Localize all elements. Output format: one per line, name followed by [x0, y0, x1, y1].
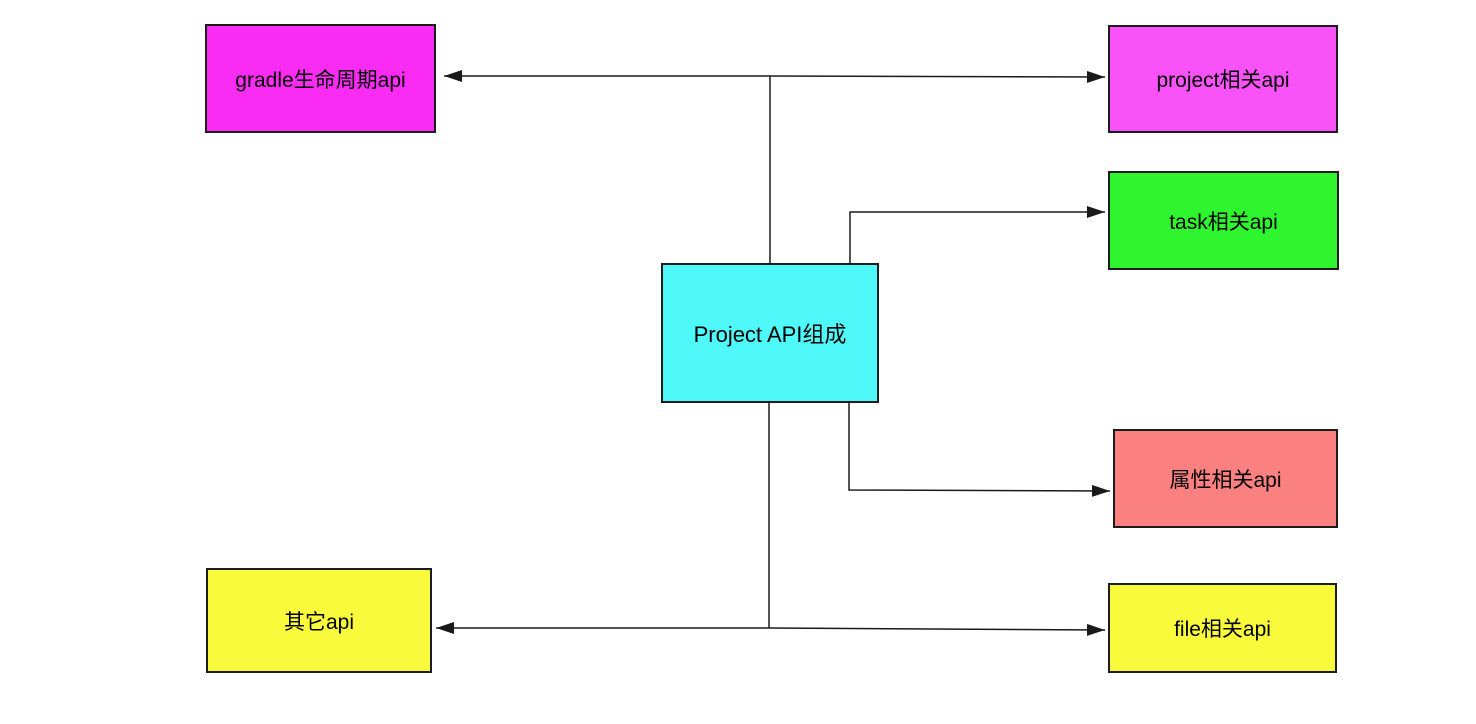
node-project-api: project相关api	[1108, 25, 1338, 133]
node-task-api-label: task相关api	[1169, 210, 1278, 234]
node-file-api-label: file相关api	[1174, 618, 1271, 641]
edge-center-to-property	[848, 403, 1111, 497]
node-gradle-lifecycle-api-label: gradle生命周期api	[235, 68, 406, 92]
node-gradle-lifecycle-api: gradle生命周期api	[205, 24, 436, 133]
node-project-api-composition-label: Project API组成	[693, 322, 847, 347]
edge-center-to-file	[768, 623, 1106, 636]
node-property-api-label: 属性相关api	[1169, 468, 1282, 492]
node-property-api: 属性相关api	[1113, 429, 1338, 528]
node-project-api-composition: Project API组成	[661, 263, 879, 403]
node-other-api: 其它api	[206, 568, 432, 673]
node-other-api-label: 其它api	[283, 610, 355, 634]
edge-center-to-task	[849, 206, 1105, 263]
node-task-api: task相关api	[1108, 171, 1339, 270]
node-project-api-label: project相关api	[1156, 69, 1290, 92]
edge-center-to-project	[769, 70, 1106, 83]
node-file-api: file相关api	[1108, 583, 1337, 673]
